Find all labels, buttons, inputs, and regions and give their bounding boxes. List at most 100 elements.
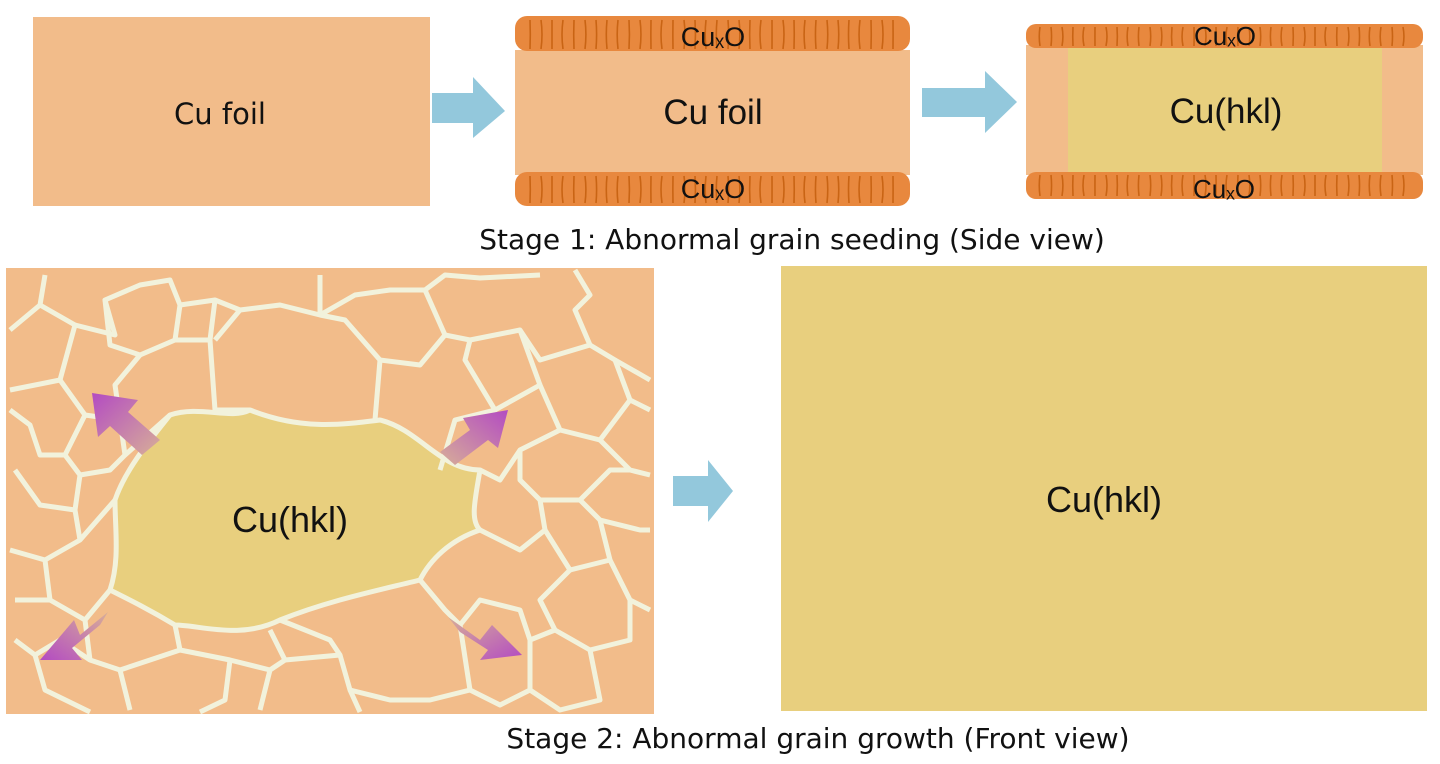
oxide-grain-line — [1391, 174, 1394, 197]
oxide-grain-line — [1038, 174, 1041, 197]
cu-hkl-label: Cu(hkl) — [1170, 92, 1283, 131]
oxide-grain-line — [540, 175, 543, 204]
process-arrow-2 — [922, 71, 1017, 133]
oxide-bottom-label: CuₓO — [681, 174, 745, 204]
oxide-grain-line — [639, 175, 642, 204]
oxide-grain-line — [1105, 174, 1108, 197]
oxide-grain-line — [1126, 26, 1129, 47]
oxide-grain-line — [1259, 26, 1262, 47]
oxide-columnar-grains — [529, 19, 894, 204]
oxide-grain-line — [1391, 26, 1394, 47]
oxide-grain-line — [803, 175, 806, 204]
oxide-grain-line — [803, 19, 806, 50]
oxide-grain-line — [1225, 26, 1228, 47]
cu-foil-block — [33, 17, 430, 206]
arrow-up-left-icon — [92, 393, 160, 455]
growth-arrow-lower-left — [40, 612, 108, 660]
oxide-grain-line — [837, 175, 840, 204]
cu-foil-label: Cu foil — [174, 97, 266, 131]
arrow-down-right-icon — [448, 617, 522, 660]
oxide-grain-line — [1269, 174, 1272, 197]
stage1-panel-cu-foil: Cu foil — [33, 17, 430, 206]
oxide-grain-line — [1149, 174, 1152, 197]
single-crystal-foil — [781, 266, 1427, 711]
oxide-grain-line — [1248, 26, 1251, 47]
oxide-grain-line — [1368, 174, 1371, 197]
right-arrow-icon — [673, 460, 733, 522]
stage2-panel-polycrystal: Cu(hkl) — [6, 268, 654, 714]
stage1-panel-seeded-grain: CuₓO Cu(hkl) CuₓO — [1026, 21, 1423, 204]
cu-hkl-label: Cu(hkl) — [232, 499, 348, 540]
oxide-grain-line — [1181, 26, 1184, 47]
oxide-grain-line — [1324, 26, 1327, 47]
oxide-grain-line — [1105, 26, 1108, 47]
oxide-grain-line — [1137, 26, 1140, 47]
oxide-grain-line — [660, 175, 663, 204]
growth-arrow-upper-left — [92, 393, 160, 455]
oxide-grain-line — [782, 19, 785, 50]
oxide-grain-line — [727, 19, 730, 50]
oxide-bottom-label: CuₓO — [1193, 174, 1255, 204]
oxide-layer-top — [515, 16, 910, 51]
oxide-grain-line — [1280, 26, 1283, 47]
oxide-grain-line — [683, 175, 686, 204]
oxide-grain-line — [616, 19, 619, 50]
oxide-grain-line — [1358, 26, 1361, 47]
oxide-grain-line — [858, 175, 861, 204]
stage2-panel-single-crystal: Cu(hkl) — [781, 266, 1427, 711]
stage2-caption: Stage 2: Abnormal grain growth (Front vi… — [506, 722, 1129, 755]
process-arrow-1 — [432, 77, 505, 138]
oxide-grain-line — [727, 175, 730, 204]
oxide-grain-line — [1269, 26, 1272, 47]
oxide-grain-line — [715, 175, 718, 204]
oxide-grain-line — [1050, 174, 1053, 197]
right-arrow-icon — [432, 77, 505, 138]
oxide-grain-line — [1303, 174, 1306, 197]
oxide-layer-top — [1026, 24, 1423, 48]
oxide-grain-line — [561, 175, 564, 204]
oxide-grain-line — [1160, 26, 1163, 47]
oxide-grain-line — [1324, 174, 1327, 197]
oxide-grain-line — [1126, 174, 1129, 197]
oxide-grain-line — [1038, 26, 1041, 47]
oxide-grain-line — [1402, 26, 1405, 47]
oxide-grain-line — [1347, 26, 1350, 47]
oxide-grain-line — [837, 19, 840, 50]
oxide-grain-line — [814, 175, 817, 204]
oxide-grain-line — [1347, 174, 1350, 197]
cu-foil-label: Cu foil — [663, 93, 762, 132]
oxide-grain-line — [1358, 174, 1361, 197]
oxide-grain-line — [605, 19, 608, 50]
oxide-grain-line — [1061, 174, 1064, 197]
oxide-grain-line — [858, 19, 861, 50]
oxide-grain-line — [704, 19, 707, 50]
oxide-grain-line — [1379, 174, 1382, 197]
oxide-layer-bottom — [515, 172, 910, 206]
oxide-grain-line — [715, 19, 718, 50]
oxide-grain-line — [1149, 26, 1152, 47]
oxide-grain-line — [814, 19, 817, 50]
oxide-grain-line — [738, 175, 741, 204]
single-crystal-seed — [1068, 45, 1382, 175]
oxide-grain-line — [881, 175, 884, 204]
oxide-grain-line — [660, 19, 663, 50]
oxide-grain-line — [759, 175, 762, 204]
oxide-grain-line — [881, 19, 884, 50]
right-arrow-icon — [922, 71, 1017, 133]
oxide-grain-line — [584, 19, 587, 50]
oxide-grain-line — [847, 19, 850, 50]
oxide-top-label: CuₓO — [1194, 21, 1256, 51]
abnormal-grain — [110, 410, 480, 631]
oxide-grain-line — [1050, 26, 1053, 47]
oxide-grain-line — [1248, 174, 1251, 197]
oxide-grain-line — [1368, 26, 1371, 47]
process-arrow-3 — [673, 460, 733, 522]
oxide-grain-line — [595, 19, 598, 50]
oxide-grain-line — [616, 175, 619, 204]
oxide-grain-line — [1204, 174, 1207, 197]
oxide-grain-line — [1061, 26, 1064, 47]
oxide-layer-bottom — [1026, 172, 1423, 199]
growth-arrow-upper-right — [440, 410, 508, 465]
arrow-up-right-icon — [440, 410, 508, 465]
